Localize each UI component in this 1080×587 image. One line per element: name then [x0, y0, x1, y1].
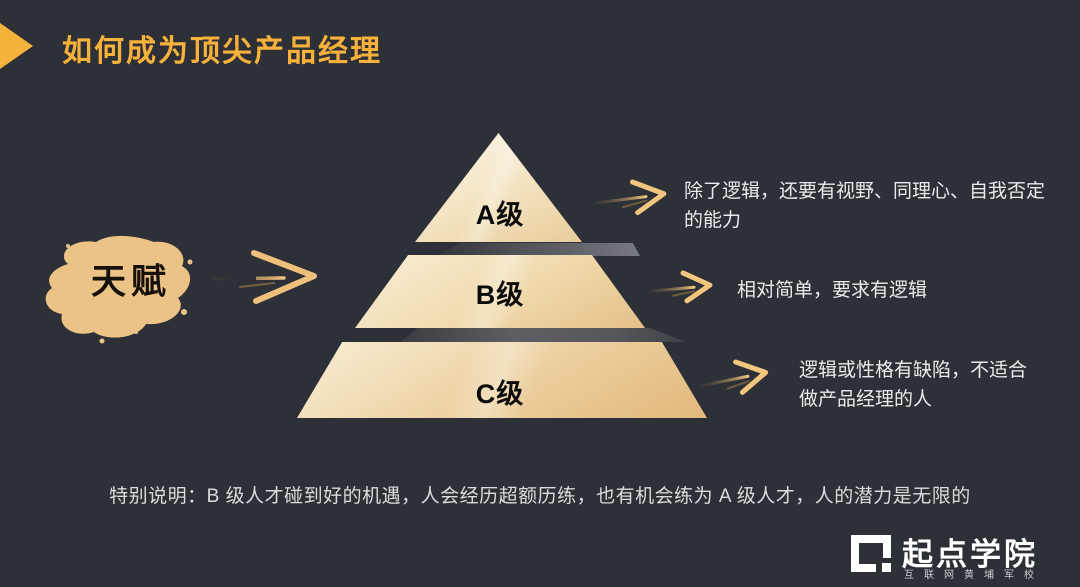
title-triangle-icon	[0, 23, 33, 69]
brush-splash-icon	[45, 235, 193, 344]
logo-tagline: 互联网黄埔军校	[904, 570, 1044, 581]
logo-mark-icon	[851, 535, 892, 573]
annotation-tier-b: 相对简单，要求有逻辑	[737, 280, 928, 301]
annotation-arrow-b-icon	[648, 270, 713, 304]
tier-b-label: B级	[475, 280, 525, 310]
annotation-tier-a: 除了逻辑，还要有视野、同理心、自我否定的能力	[684, 181, 1046, 231]
annotation-arrow-c-icon	[701, 359, 769, 395]
footnote: 特别说明：B 级人才碰到好的机遇，人会经历超额历练，也有机会练为 A 级人才，人…	[109, 486, 971, 507]
tier-a-label: A级	[475, 200, 525, 230]
annotation-tier-c: 逻辑或性格有缺陷，不适合做产品经理的人	[799, 360, 1028, 410]
pyramid-shadow-ab	[437, 243, 640, 256]
pyramid-tier-c	[297, 342, 707, 418]
pyramid-diagram: A级 B级 C级	[280, 130, 720, 430]
tier-c-label: C级	[475, 379, 525, 409]
logo-name: 起点学院	[902, 537, 1038, 572]
annotation-arrow-a-icon	[594, 179, 667, 216]
talent-arrow-icon	[212, 250, 317, 304]
pyramid-tier-b	[355, 255, 645, 328]
pyramid-shadow-bc	[400, 328, 686, 342]
talent-label: 天赋	[90, 262, 172, 302]
page-title: 如何成为顶尖产品经理	[62, 35, 382, 68]
talent-splash: 天赋	[38, 228, 198, 346]
